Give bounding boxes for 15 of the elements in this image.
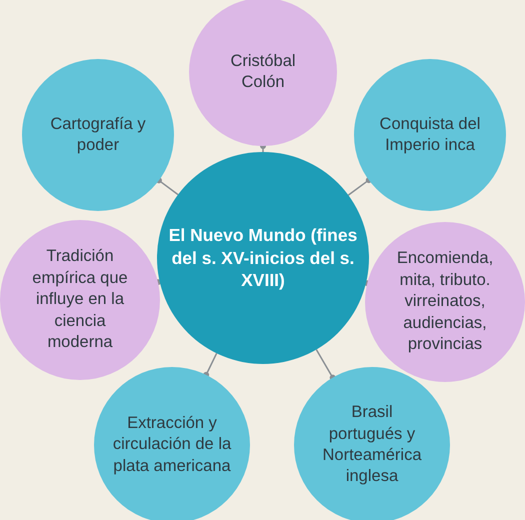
connector-line — [156, 177, 178, 196]
connector-line — [203, 352, 218, 378]
connector-line — [348, 177, 372, 196]
topic-text: Tradición empírica que influye en la ciencia moderna — [31, 246, 129, 354]
topic-text: El Nuevo Mundo (fines del s. XV-inicios del s. XVIII) — [168, 224, 358, 292]
connector-line — [364, 280, 370, 286]
topic-text: Cristóbal Colón — [229, 50, 297, 93]
topic-text: Brasil portugués y Norteamérica inglesa — [322, 402, 422, 488]
topic-text: Cartografía y poder — [49, 114, 147, 156]
topic-text: Extracción y circulación de la plata americana — [112, 412, 232, 477]
connector-line — [154, 279, 161, 286]
connector-line — [316, 349, 336, 381]
topic-text: Conquista del Imperio inca — [378, 114, 482, 156]
connector-line — [260, 143, 266, 152]
topic-text: Encomienda, mita, tributo. virreinatos, audiencias, provincias — [396, 248, 494, 356]
